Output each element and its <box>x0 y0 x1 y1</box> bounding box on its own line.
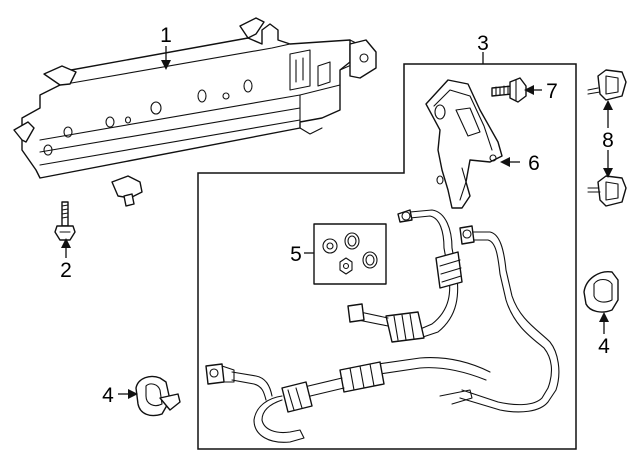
callout-6: 6 <box>528 152 540 175</box>
part-1-oil-cooler <box>13 17 377 207</box>
part-4-clip-left <box>135 375 181 417</box>
part-6-bracket <box>425 79 503 209</box>
leader-lines <box>61 46 613 399</box>
part-8-clip-upper <box>587 69 627 101</box>
part-2-bolt <box>54 201 76 241</box>
cooler-lines <box>205 209 560 443</box>
callout-2: 2 <box>60 259 72 282</box>
group-3-frame <box>197 63 577 450</box>
callout-8: 8 <box>602 129 614 152</box>
callout-3: 3 <box>477 32 489 55</box>
part-8-clip-lower <box>587 175 627 207</box>
callout-4-left: 4 <box>102 384 114 407</box>
callout-4-right: 4 <box>598 335 610 358</box>
callout-1: 1 <box>160 24 172 47</box>
part-5-seal-kit <box>313 223 387 285</box>
callout-5: 5 <box>290 243 302 266</box>
callout-7: 7 <box>546 80 558 103</box>
part-4-clip-right <box>583 271 619 313</box>
part-7-bolt <box>491 77 527 103</box>
